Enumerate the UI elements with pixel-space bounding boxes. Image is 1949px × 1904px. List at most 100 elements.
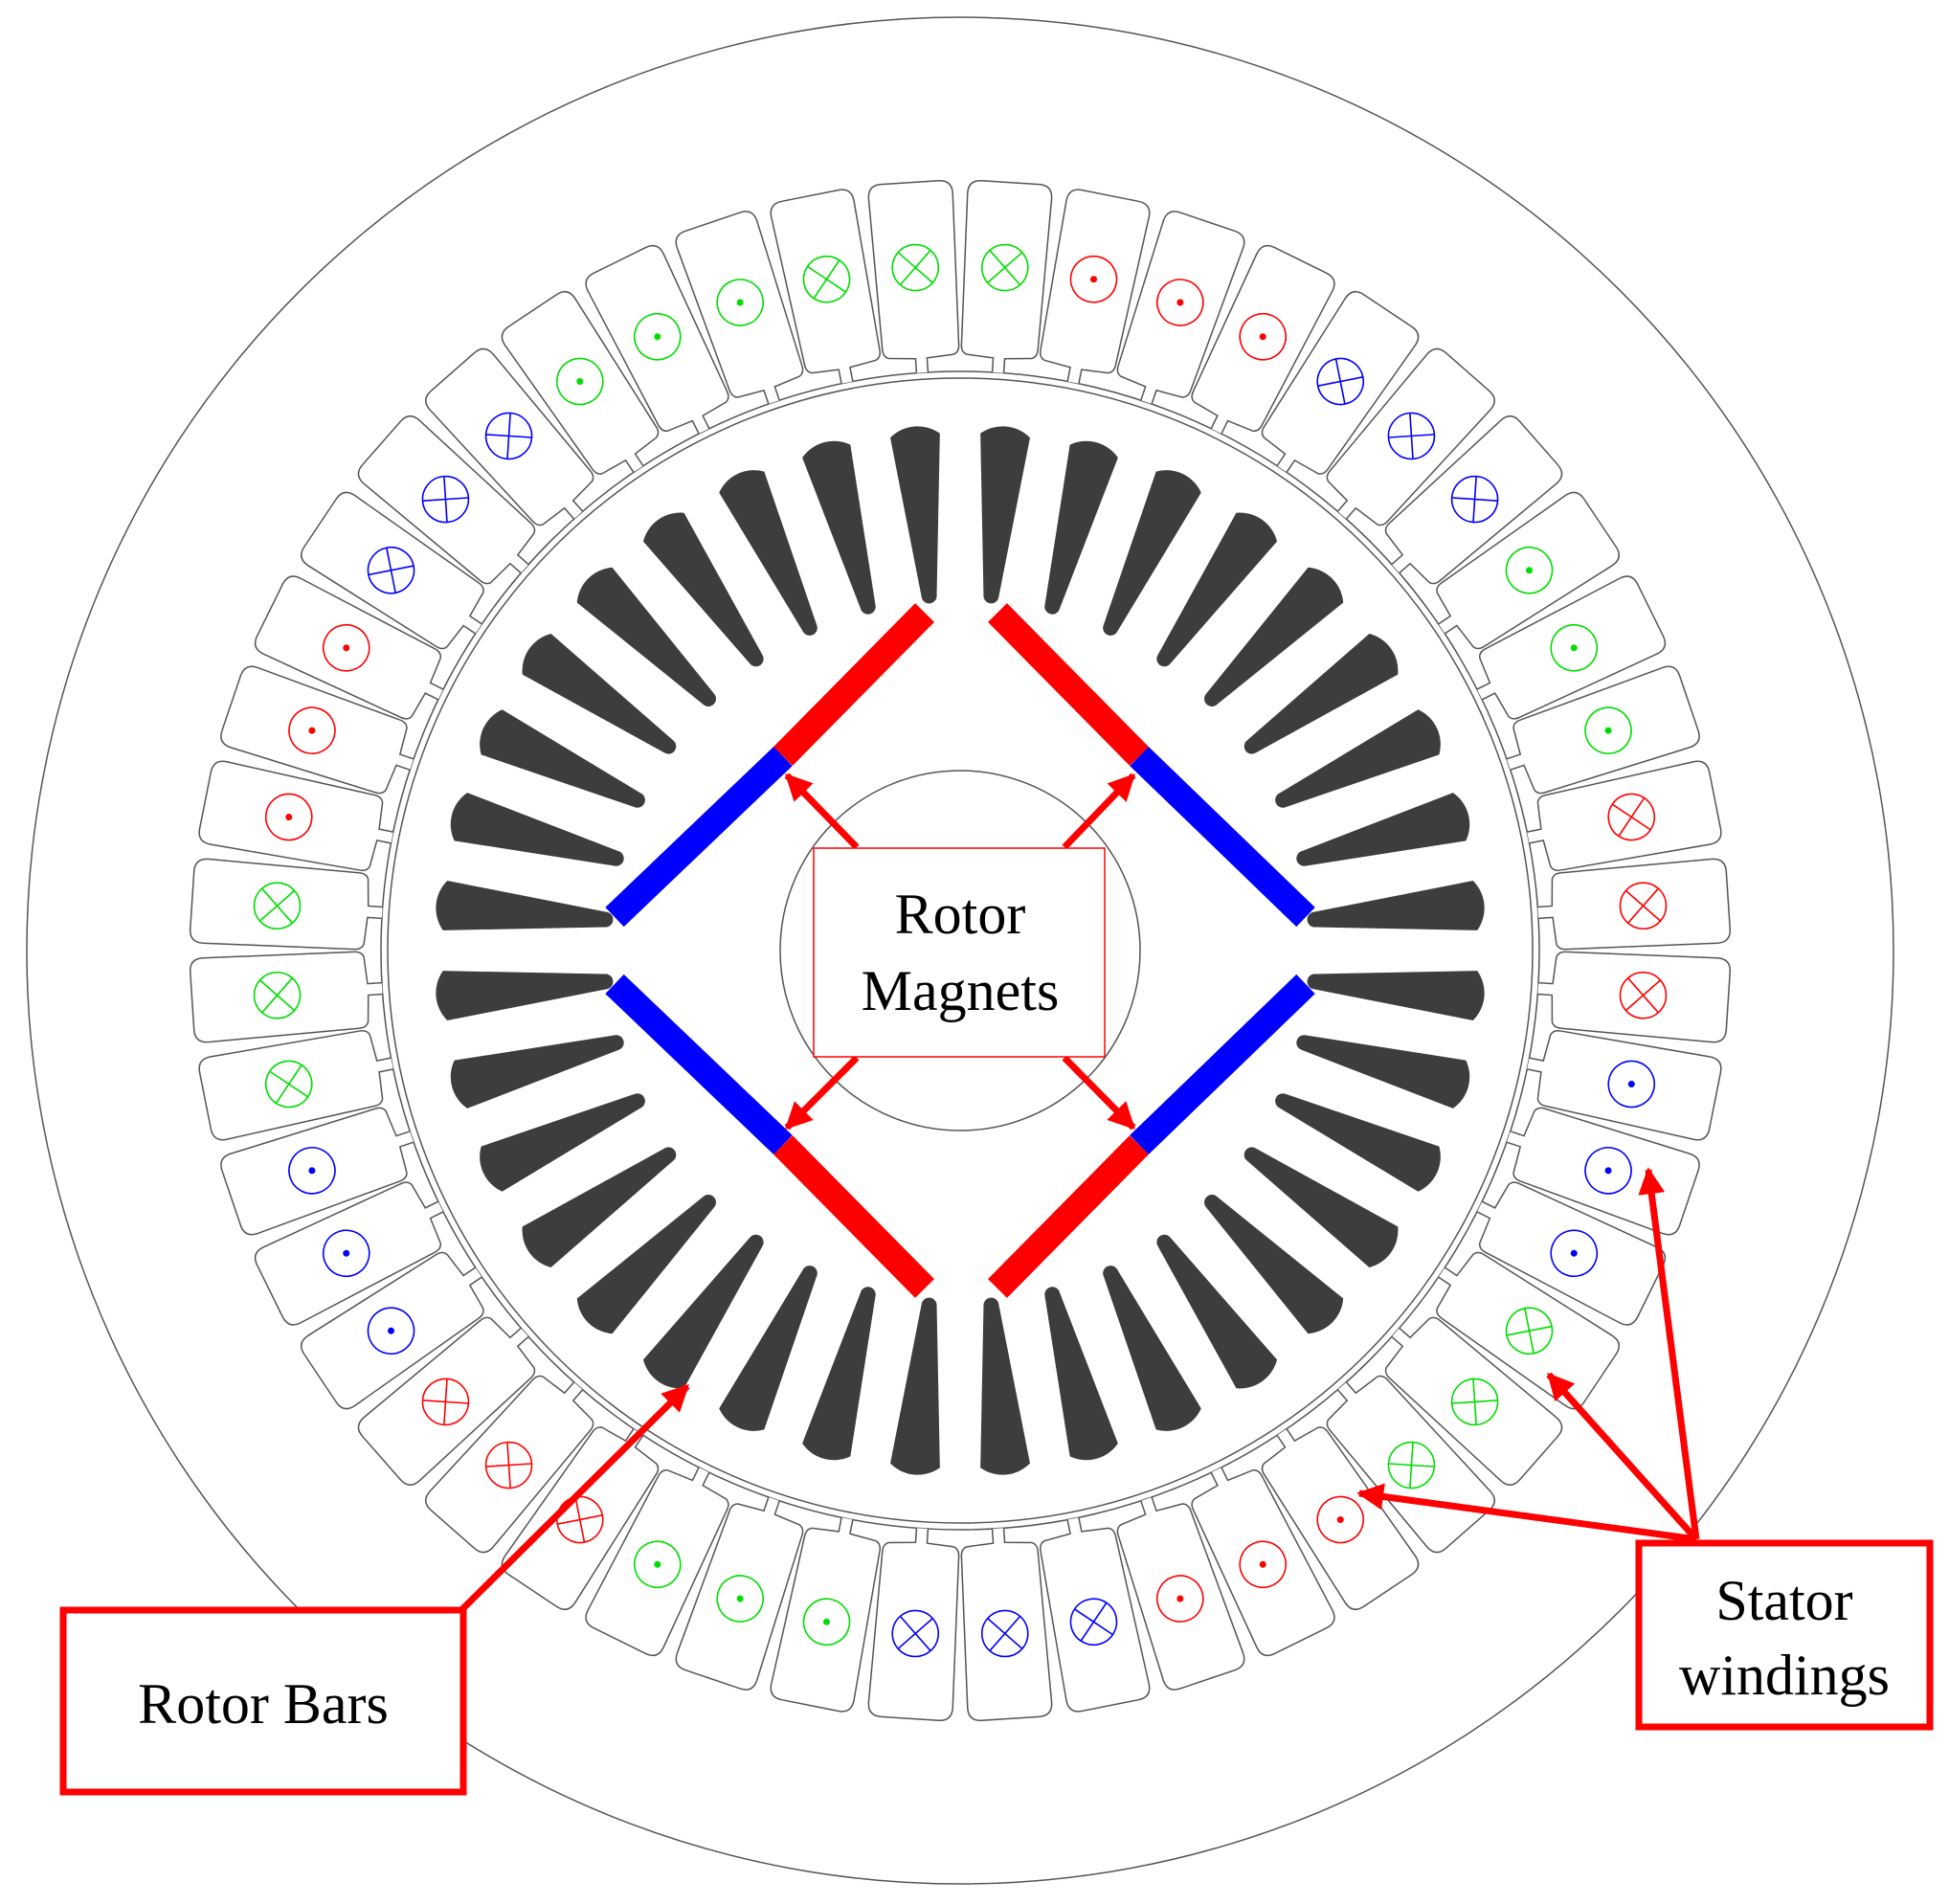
rotor-bar: [642, 512, 764, 667]
rotor-bar-shape: [1103, 470, 1201, 636]
stator-slot: [960, 180, 1053, 373]
winding-dot-icon: [1336, 1516, 1344, 1524]
stator-slot: [867, 1528, 960, 1721]
stator-slot-outline: [190, 858, 383, 951]
stator-slot-outline: [198, 760, 393, 872]
rotor-bar: [1156, 1234, 1278, 1389]
winding-cross-icon: [989, 249, 1021, 286]
winding-circle: [633, 312, 682, 361]
rotor-bar: [522, 1147, 677, 1268]
stator-slot: [960, 1528, 1053, 1721]
stator-windings-arrows: [1356, 1167, 1700, 1543]
winding-circle: [253, 882, 302, 930]
rotor-bar: [450, 1035, 624, 1109]
winding-circle: [1239, 1540, 1288, 1589]
rotor-bar-shape: [890, 1297, 940, 1475]
winding-dot-icon: [1176, 1595, 1184, 1602]
rotor-bar-shape: [890, 426, 940, 604]
rotor-bar-shape: [980, 1297, 1030, 1475]
winding-circle: [802, 1598, 851, 1646]
stator-slot: [424, 347, 594, 526]
winding-circle: [802, 255, 851, 303]
stator-windings-label-line2: windings: [1679, 1644, 1890, 1707]
rotor-bar-shape: [1275, 709, 1441, 808]
arrow-to-winding-3: [1356, 1483, 1697, 1543]
stator-slot: [1527, 1029, 1722, 1141]
stator-slot: [254, 1181, 444, 1326]
rotor-bar-shape: [436, 881, 614, 930]
stator-slot: [254, 575, 444, 720]
stator-slot: [424, 1375, 594, 1554]
rotor-bar: [890, 426, 940, 604]
rotor-bar: [980, 426, 1030, 604]
magnet-upper-right-inner: [1130, 746, 1315, 928]
stator-slot: [770, 189, 882, 384]
winding-cross-icon: [987, 1618, 1023, 1649]
magnet-lower-right-inner: [1130, 974, 1315, 1155]
rotor-outer-boundary: [387, 377, 1534, 1524]
winding-circle: [555, 357, 604, 406]
winding-cross-icon: [897, 252, 933, 283]
stator-slot: [770, 1517, 882, 1713]
winding-cross-icon: [807, 265, 846, 293]
winding-circle: [288, 1147, 336, 1195]
arrow-to-magnet-lower-right: [1062, 1055, 1136, 1131]
stator-slot: [1191, 244, 1335, 435]
winding-dot-icon: [1259, 333, 1266, 341]
winding-circle: [1069, 255, 1118, 303]
rotor-magnets: [605, 603, 1315, 1298]
winding-circle: [1550, 1229, 1599, 1278]
rotor-bar: [719, 470, 818, 636]
rotor-bar-shape: [802, 440, 876, 615]
stator-slot: [190, 951, 383, 1043]
stator-slot: [220, 1107, 414, 1236]
magnet-upper-left-inner: [605, 746, 793, 928]
rotor-bar-shape: [1044, 1287, 1118, 1461]
rotor-bar-shape: [576, 567, 716, 706]
stator-slot: [1326, 347, 1496, 526]
arrow-to-winding-2: [1546, 1372, 1699, 1542]
winding-circle: [1505, 546, 1554, 594]
rotor-bar: [1156, 512, 1278, 667]
winding-circle: [716, 1575, 764, 1623]
stator-slot-outline: [867, 1528, 960, 1721]
winding-dot-icon: [343, 1249, 350, 1257]
rotor-bar: [1243, 1147, 1399, 1268]
winding-circle: [1505, 1307, 1554, 1355]
rotor-bar-shape: [436, 971, 614, 1020]
stator-slot: [1384, 414, 1563, 585]
winding-circle: [980, 243, 1029, 292]
rotor-bar: [1296, 793, 1470, 866]
winding-cross-icon: [1624, 979, 1662, 1012]
rotor-magnets-label-line1: Rotor: [895, 883, 1026, 946]
winding-circle: [1450, 1378, 1499, 1426]
stator-slot-outline: [960, 1528, 1053, 1721]
rotor-bar-shape: [1296, 1035, 1470, 1109]
rotor-bar: [1103, 1266, 1201, 1431]
rotor-bar: [576, 567, 716, 706]
rotor-bar: [480, 709, 645, 808]
rotor-bar: [1307, 971, 1485, 1020]
stator-slot: [1116, 211, 1245, 405]
stator-slot-outline: [1506, 665, 1700, 795]
winding-circle: [716, 279, 764, 326]
winding-circle: [367, 546, 415, 594]
rotor-bar-shape: [1156, 512, 1278, 667]
rotor-bar-shape: [450, 793, 624, 866]
winding-dot-icon: [823, 1618, 831, 1625]
rotor-bar: [1204, 1195, 1344, 1334]
rotor-bar-shape: [1204, 567, 1344, 706]
rotor-magnets-label-line2: Magnets: [862, 959, 1060, 1022]
winding-circle: [1550, 623, 1599, 672]
rotor-bar: [890, 1297, 940, 1475]
winding-cross-icon: [1388, 1463, 1435, 1467]
stator-slot: [1384, 1316, 1563, 1487]
stator-slot: [501, 290, 660, 475]
winding-dot-icon: [1176, 299, 1184, 306]
winding-cross-icon: [1074, 1608, 1113, 1636]
winding-cross-icon: [1334, 358, 1346, 405]
rotor-bar: [1275, 1093, 1441, 1192]
stator-slot: [300, 1251, 484, 1410]
winding-dot-icon: [576, 377, 584, 385]
